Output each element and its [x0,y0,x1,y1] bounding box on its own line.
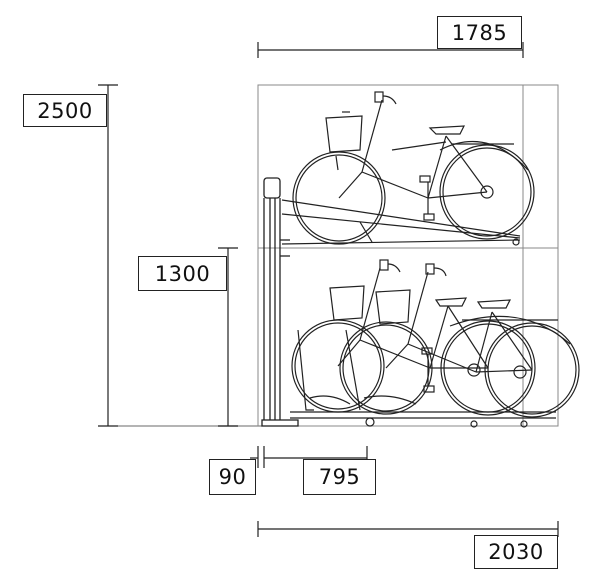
dimension-label-post-offset: 90 [209,459,256,495]
dimension-label-slot-depth: 795 [303,459,376,495]
lower-bikes [290,259,580,428]
upper-bike [281,91,535,246]
rack-post [261,177,299,427]
dimension-lines [98,42,559,537]
dimension-label-total-depth: 2030 [474,535,558,569]
dimension-label-total-height: 2500 [23,94,107,127]
rack-frame [257,84,559,427]
dimension-label-top-width: 1785 [437,16,522,49]
dimension-label-tier-height: 1300 [138,256,227,291]
